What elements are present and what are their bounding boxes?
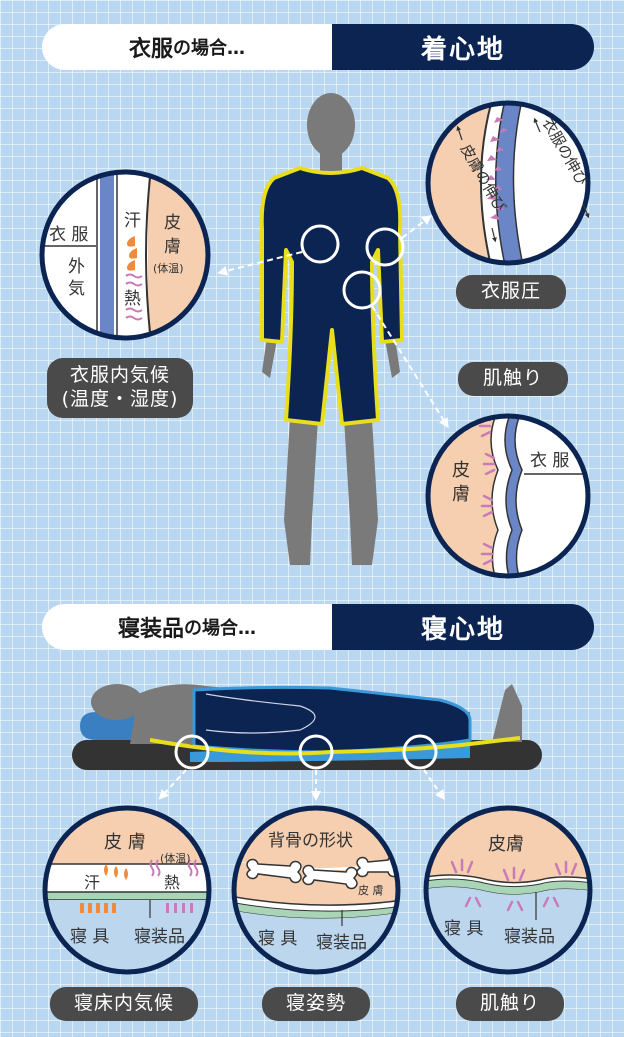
c1-skin-label-1: 皮 [164,213,181,233]
clothing-climate-label: 衣服内気候 (温度・湿度) [47,358,193,418]
lying-figure [72,684,542,770]
c4-skin-label: 皮 膚 [104,832,146,853]
c1-clothing-label: 衣 服 [49,225,88,245]
c1-outside-label: 外 [68,257,85,277]
c4-heat-label: 熱 [164,873,180,892]
c5-bedding-label: 寝 具 [258,928,297,949]
bed-skin-touch-circle: 皮膚 寝 具 寝装品 [420,808,600,980]
clothing-climate-line1: 衣服内気候 [62,364,179,388]
c6-skin-label: 皮膚 [488,834,524,855]
c4-sweat-label: 汗 [84,873,100,892]
bed-climate-circle: 皮 膚 (体温) 汗 熱 寝 具 寝装品 [40,808,220,980]
c1-air-label: 気 [68,279,85,299]
skin-touch-circle: 皮 膚 衣 服 [420,410,592,590]
c5-bedding-goods-label: 寝装品 [316,932,367,953]
clothing-pressure-label: 衣服圧 [456,275,566,309]
c3-skin-label-1: 皮 [452,460,470,481]
c4-body-temp-label: (体温) [160,851,191,865]
bed-climate-label: 寝床内気候 [50,987,198,1021]
c1-sweat-label: 汗 [124,211,141,231]
c3-clothing-label: 衣 服 [530,451,569,471]
c1-body-temp-label: (体温) [153,261,184,275]
c4-bedding-label: 寝 具 [70,926,109,947]
skin-touch-label-top: 肌触り [458,362,568,396]
clothing-pressure-circle: 衣服の伸び 皮膚の伸び [420,100,592,270]
c5-skin-label: 皮 膚 [358,883,384,897]
clothing-climate-label-text: 衣服内気候 (温度・湿度) [62,364,179,412]
c1-heat-label: 熱 [124,289,141,309]
spine-shape-circle: 背骨の形状 皮 膚 寝 具 寝装品 [230,808,404,980]
sleep-posture-label: 寝姿勢 [262,987,370,1021]
c6-bedding-goods-label: 寝装品 [504,926,555,947]
standing-figure [262,93,402,565]
clothing-climate-circle: 衣 服 外 気 汗 熱 皮 膚 (体温) [42,160,248,360]
c5-spine-title: 背骨の形状 [268,831,353,851]
clothing-climate-line2: (温度・湿度) [62,388,179,412]
c4-bedding-goods-label: 寝装品 [134,926,185,947]
c3-skin-label-2: 膚 [452,484,470,505]
c6-bedding-label: 寝 具 [444,918,483,939]
c1-skin-label-2: 膚 [164,237,181,257]
skin-touch-label-bottom: 肌触り [456,987,564,1021]
